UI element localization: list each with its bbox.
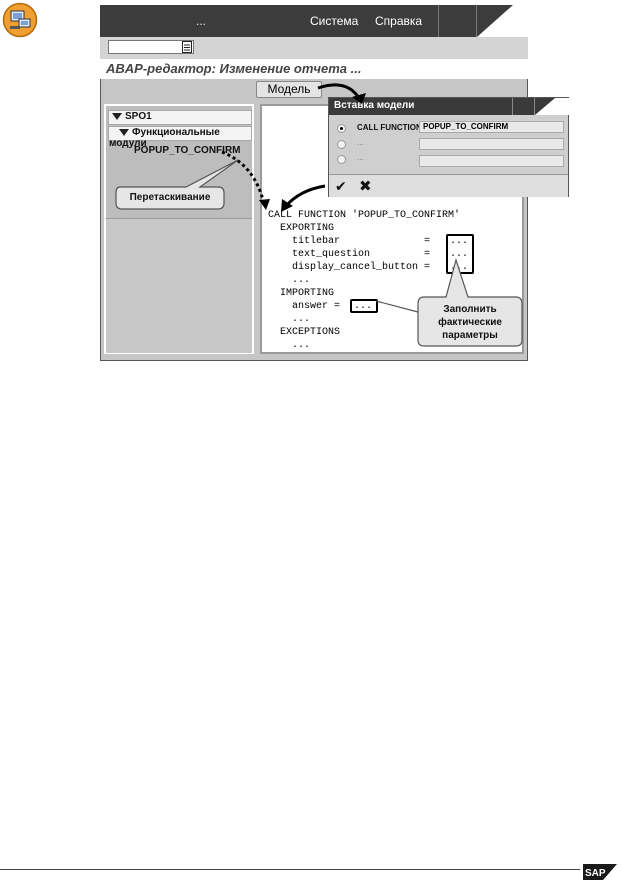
dialog-window-button[interactable] — [512, 98, 535, 115]
window-corner-button[interactable] — [476, 5, 529, 37]
drag-callout-text: Перетаскивание — [129, 192, 211, 203]
command-field-icon[interactable] — [182, 41, 192, 53]
tree-lower-pane — [106, 218, 252, 353]
page-title: ABAP-редактор: Изменение отчета ... — [106, 61, 362, 76]
cancel-icon[interactable]: ✖ — [359, 178, 372, 195]
param-placeholder[interactable]: ... — [354, 301, 373, 312]
option-label: CALL FUNCTION — [357, 123, 422, 132]
code-line: IMPORTING — [268, 288, 335, 299]
expand-triangle-icon[interactable] — [112, 113, 122, 120]
annotation-overlay — [115, 83, 523, 347]
drag-path — [221, 150, 266, 205]
checkmark-icon[interactable]: ✔ — [335, 178, 347, 194]
fill-callout-line: параметры — [442, 330, 498, 341]
command-field[interactable] — [108, 40, 194, 54]
radio-call-function[interactable] — [337, 124, 346, 133]
corner-triangle-icon — [477, 5, 529, 37]
fill-callout-line: фактические — [438, 317, 502, 328]
dialog-title: Вставка модели — [334, 100, 415, 111]
fill-callout — [417, 257, 523, 347]
title-bar: ABAP-редактор: Изменение отчета ... — [100, 59, 528, 79]
dialog-footer: ✔ ✖ — [329, 174, 568, 197]
tree-node-root[interactable]: SPO1 — [108, 110, 252, 125]
code-line: display_cancel_button = — [268, 262, 431, 273]
tree-node-folder[interactable]: Функциональные модули — [108, 126, 252, 149]
code-line: ... — [268, 275, 311, 286]
fill-callout-line: Заполнить — [443, 304, 497, 315]
code-line: text_question = — [268, 249, 431, 260]
option-label: ... — [357, 153, 364, 162]
code-line: ... — [268, 314, 311, 325]
param-highlight-box — [350, 299, 378, 313]
training-icon — [2, 2, 38, 38]
insert-model-dialog: Вставка модели CALL FUNCTION POPUP_TO_CO… — [328, 97, 569, 197]
tree-node-folder-label: Функциональные модули — [109, 127, 220, 149]
expand-triangle-icon[interactable] — [119, 129, 129, 136]
option-field[interactable] — [419, 138, 564, 150]
svg-text:SAP: SAP — [585, 868, 606, 879]
dialog-title-bar: Вставка модели — [329, 98, 569, 115]
toolbar — [100, 37, 528, 59]
code-line: ... — [268, 340, 311, 351]
drag-callout — [115, 159, 239, 210]
model-button[interactable]: Модель — [256, 81, 322, 98]
tree-node-function[interactable]: POPUP_TO_CONFIRM — [134, 145, 241, 156]
option-field[interactable] — [419, 155, 564, 167]
menu-help[interactable]: Справка — [375, 14, 423, 28]
code-line: answer = — [268, 301, 341, 312]
code-line: EXPORTING — [268, 223, 335, 234]
object-tree: SPO1 Функциональные модули POPUP_TO_CONF… — [104, 104, 254, 354]
menu-system[interactable]: Система — [310, 14, 359, 28]
menu-bar: ... Система Справка — [100, 5, 529, 37]
insert-arrow — [284, 184, 326, 208]
radio-option-3[interactable] — [337, 155, 346, 164]
param-placeholder[interactable]: ... — [450, 249, 469, 260]
fill-callout-text: Заполнить фактические параметры — [420, 303, 520, 342]
code-line: EXCEPTIONS — [268, 327, 341, 338]
code-line: titlebar = — [268, 236, 431, 247]
corner-triangle-icon — [535, 98, 569, 115]
window-button[interactable] — [438, 5, 477, 37]
option-label: ... — [357, 138, 364, 147]
param-placeholder[interactable]: ... — [450, 236, 469, 247]
function-name-field[interactable]: POPUP_TO_CONFIRM — [419, 121, 564, 133]
code-line: CALL FUNCTION 'POPUP_TO_CONFIRM' — [268, 210, 461, 221]
dialog-corner-button[interactable] — [534, 98, 569, 115]
tree-node-root-label: SPO1 — [125, 111, 152, 122]
sap-logo: SAP — [583, 864, 617, 880]
radio-option-2[interactable] — [337, 140, 346, 149]
footer-rule — [0, 869, 580, 870]
menu-ellipsis[interactable]: ... — [196, 14, 207, 28]
